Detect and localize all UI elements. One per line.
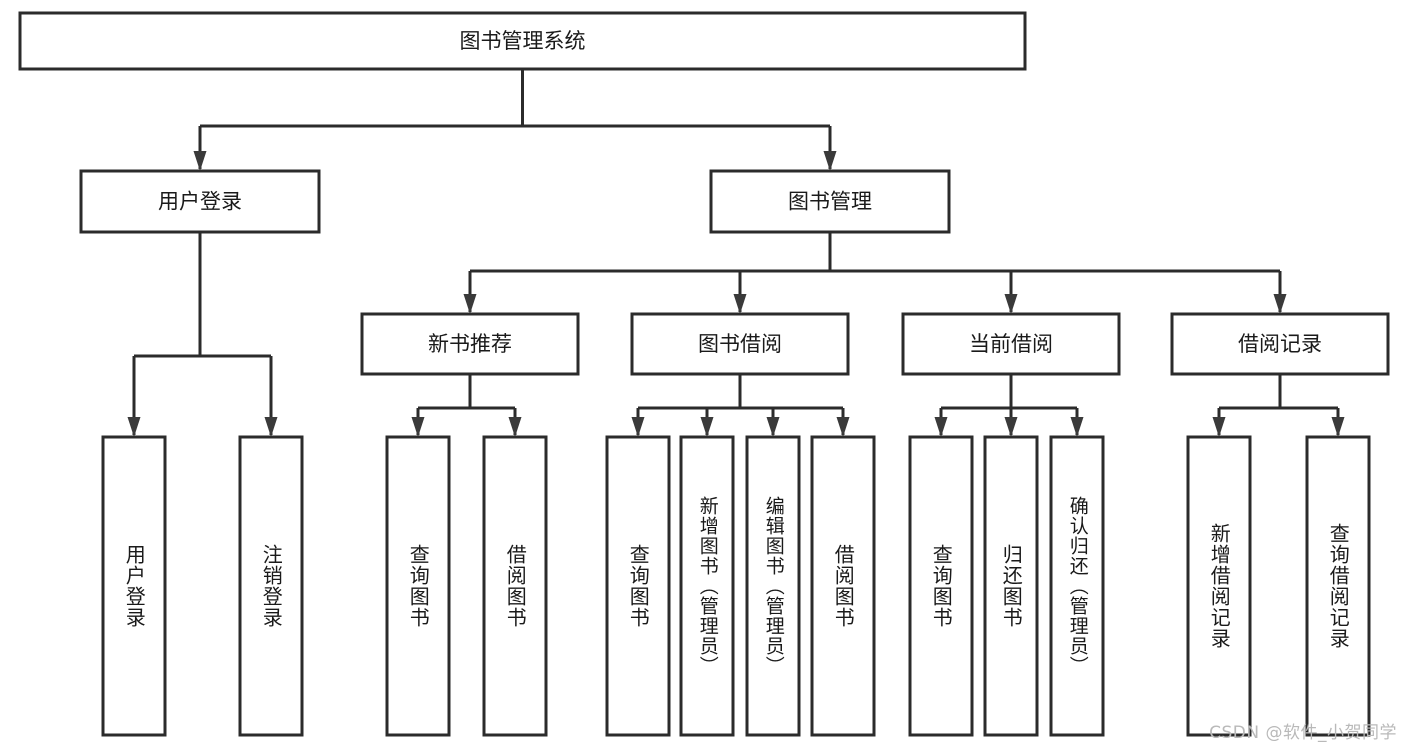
- node-box-root[interactable]: [18, 11, 1027, 71]
- watermark-text: CSDN @软件_小贺同学: [1209, 723, 1397, 743]
- node-box-leaf-1[interactable]: [238, 435, 304, 737]
- node-label-l2-2: 当前借阅: [969, 332, 1053, 356]
- arrow-head: [823, 151, 837, 171]
- arrow-head: [463, 294, 477, 314]
- arrow-head: [733, 294, 747, 314]
- arrow-head: [836, 417, 850, 437]
- node-label-l1-0: 用户登录: [158, 190, 242, 214]
- node-box-l2-3[interactable]: [1170, 312, 1390, 376]
- arrow-head: [193, 151, 207, 171]
- node-box-leaf-6[interactable]: [745, 435, 801, 737]
- node-box-l2-0[interactable]: [360, 312, 580, 376]
- node-label-root: 图书管理系统: [460, 29, 586, 53]
- node-label-l1-1: 图书管理: [788, 190, 872, 214]
- node-box-leaf-8[interactable]: [908, 435, 974, 737]
- node-box-l2-1[interactable]: [630, 312, 850, 376]
- node-box-leaf-11[interactable]: [1186, 435, 1252, 737]
- node-box-leaf-2[interactable]: [385, 435, 451, 737]
- arrow-head: [1004, 417, 1018, 437]
- node-box-layer: [18, 11, 1390, 737]
- node-box-l1-0[interactable]: [79, 169, 321, 234]
- node-box-leaf-4[interactable]: [605, 435, 671, 737]
- arrow-head: [508, 417, 522, 437]
- node-box-leaf-12[interactable]: [1305, 435, 1371, 737]
- node-box-leaf-7[interactable]: [810, 435, 876, 737]
- arrow-head: [127, 417, 141, 437]
- arrow-head: [766, 417, 780, 437]
- node-box-l1-1[interactable]: [709, 169, 951, 234]
- arrow-head: [1070, 417, 1084, 437]
- node-box-leaf-3[interactable]: [482, 435, 548, 737]
- node-box-leaf-10[interactable]: [1049, 435, 1105, 737]
- arrow-head: [631, 417, 645, 437]
- node-label-l2-0: 新书推荐: [428, 332, 512, 356]
- node-label-l2-1: 图书借阅: [698, 332, 782, 356]
- arrow-head: [1331, 417, 1345, 437]
- connector-layer: [127, 69, 1345, 437]
- arrow-head: [934, 417, 948, 437]
- arrow-head: [264, 417, 278, 437]
- arrow-head: [411, 417, 425, 437]
- node-box-l2-2[interactable]: [901, 312, 1121, 376]
- node-box-leaf-9[interactable]: [983, 435, 1039, 737]
- node-box-leaf-5[interactable]: [679, 435, 735, 737]
- arrow-head: [1273, 294, 1287, 314]
- arrow-head: [1212, 417, 1226, 437]
- arrow-head: [700, 417, 714, 437]
- arrow-head: [1004, 294, 1018, 314]
- node-box-leaf-0[interactable]: [101, 435, 167, 737]
- node-label-l2-3: 借阅记录: [1238, 332, 1322, 356]
